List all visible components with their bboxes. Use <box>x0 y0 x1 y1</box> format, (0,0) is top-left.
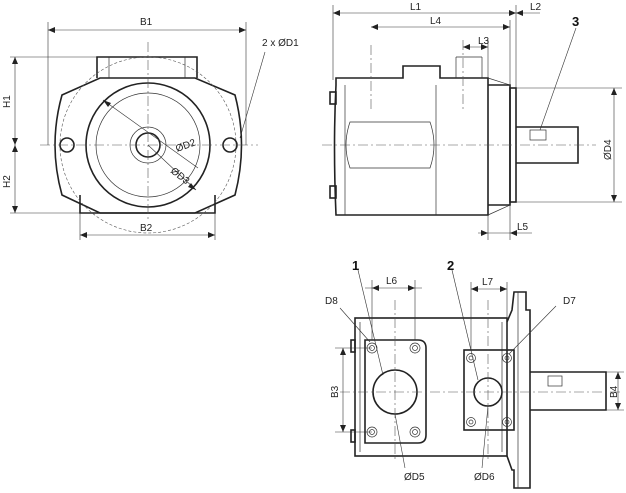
front-bottom-body <box>79 195 216 214</box>
label-L4: L4 <box>430 16 442 27</box>
side-view <box>322 5 622 240</box>
label-B4: B4 <box>609 385 620 398</box>
label-D3: ØD3 <box>168 166 191 188</box>
bottom-shaft <box>530 371 607 411</box>
bottom-view <box>335 269 624 489</box>
front-flange <box>54 77 243 214</box>
label-L7: L7 <box>482 277 494 288</box>
label-B1: B1 <box>140 17 153 28</box>
front-view <box>10 22 266 240</box>
callout-2: 2 <box>447 258 454 273</box>
label-H1: H1 <box>2 95 13 108</box>
port-2-plate <box>463 349 515 431</box>
label-L6: L6 <box>386 276 398 287</box>
side-body <box>333 65 489 216</box>
label-B3: B3 <box>330 385 341 398</box>
label-D1: 2 x ØD1 <box>262 38 299 49</box>
label-D5: ØD5 <box>404 472 425 483</box>
label-D7: D7 <box>563 296 576 307</box>
label-D6: ØD6 <box>474 472 495 483</box>
label-D8: D8 <box>325 296 338 307</box>
label-D4: ØD4 <box>603 139 614 160</box>
label-L5: L5 <box>517 222 529 233</box>
label-L3: L3 <box>478 36 490 47</box>
bottom-flange <box>506 291 531 489</box>
bottom-body <box>354 317 508 457</box>
callout-1: 1 <box>352 258 359 273</box>
label-B2: B2 <box>140 223 153 234</box>
label-H2: H2 <box>2 175 13 188</box>
callout-3: 3 <box>572 14 579 29</box>
label-L1: L1 <box>410 2 422 13</box>
front-top-boss <box>96 56 198 78</box>
label-L2: L2 <box>530 2 542 13</box>
label-D2: ØD2 <box>174 137 197 155</box>
port-1-plate <box>364 339 427 444</box>
